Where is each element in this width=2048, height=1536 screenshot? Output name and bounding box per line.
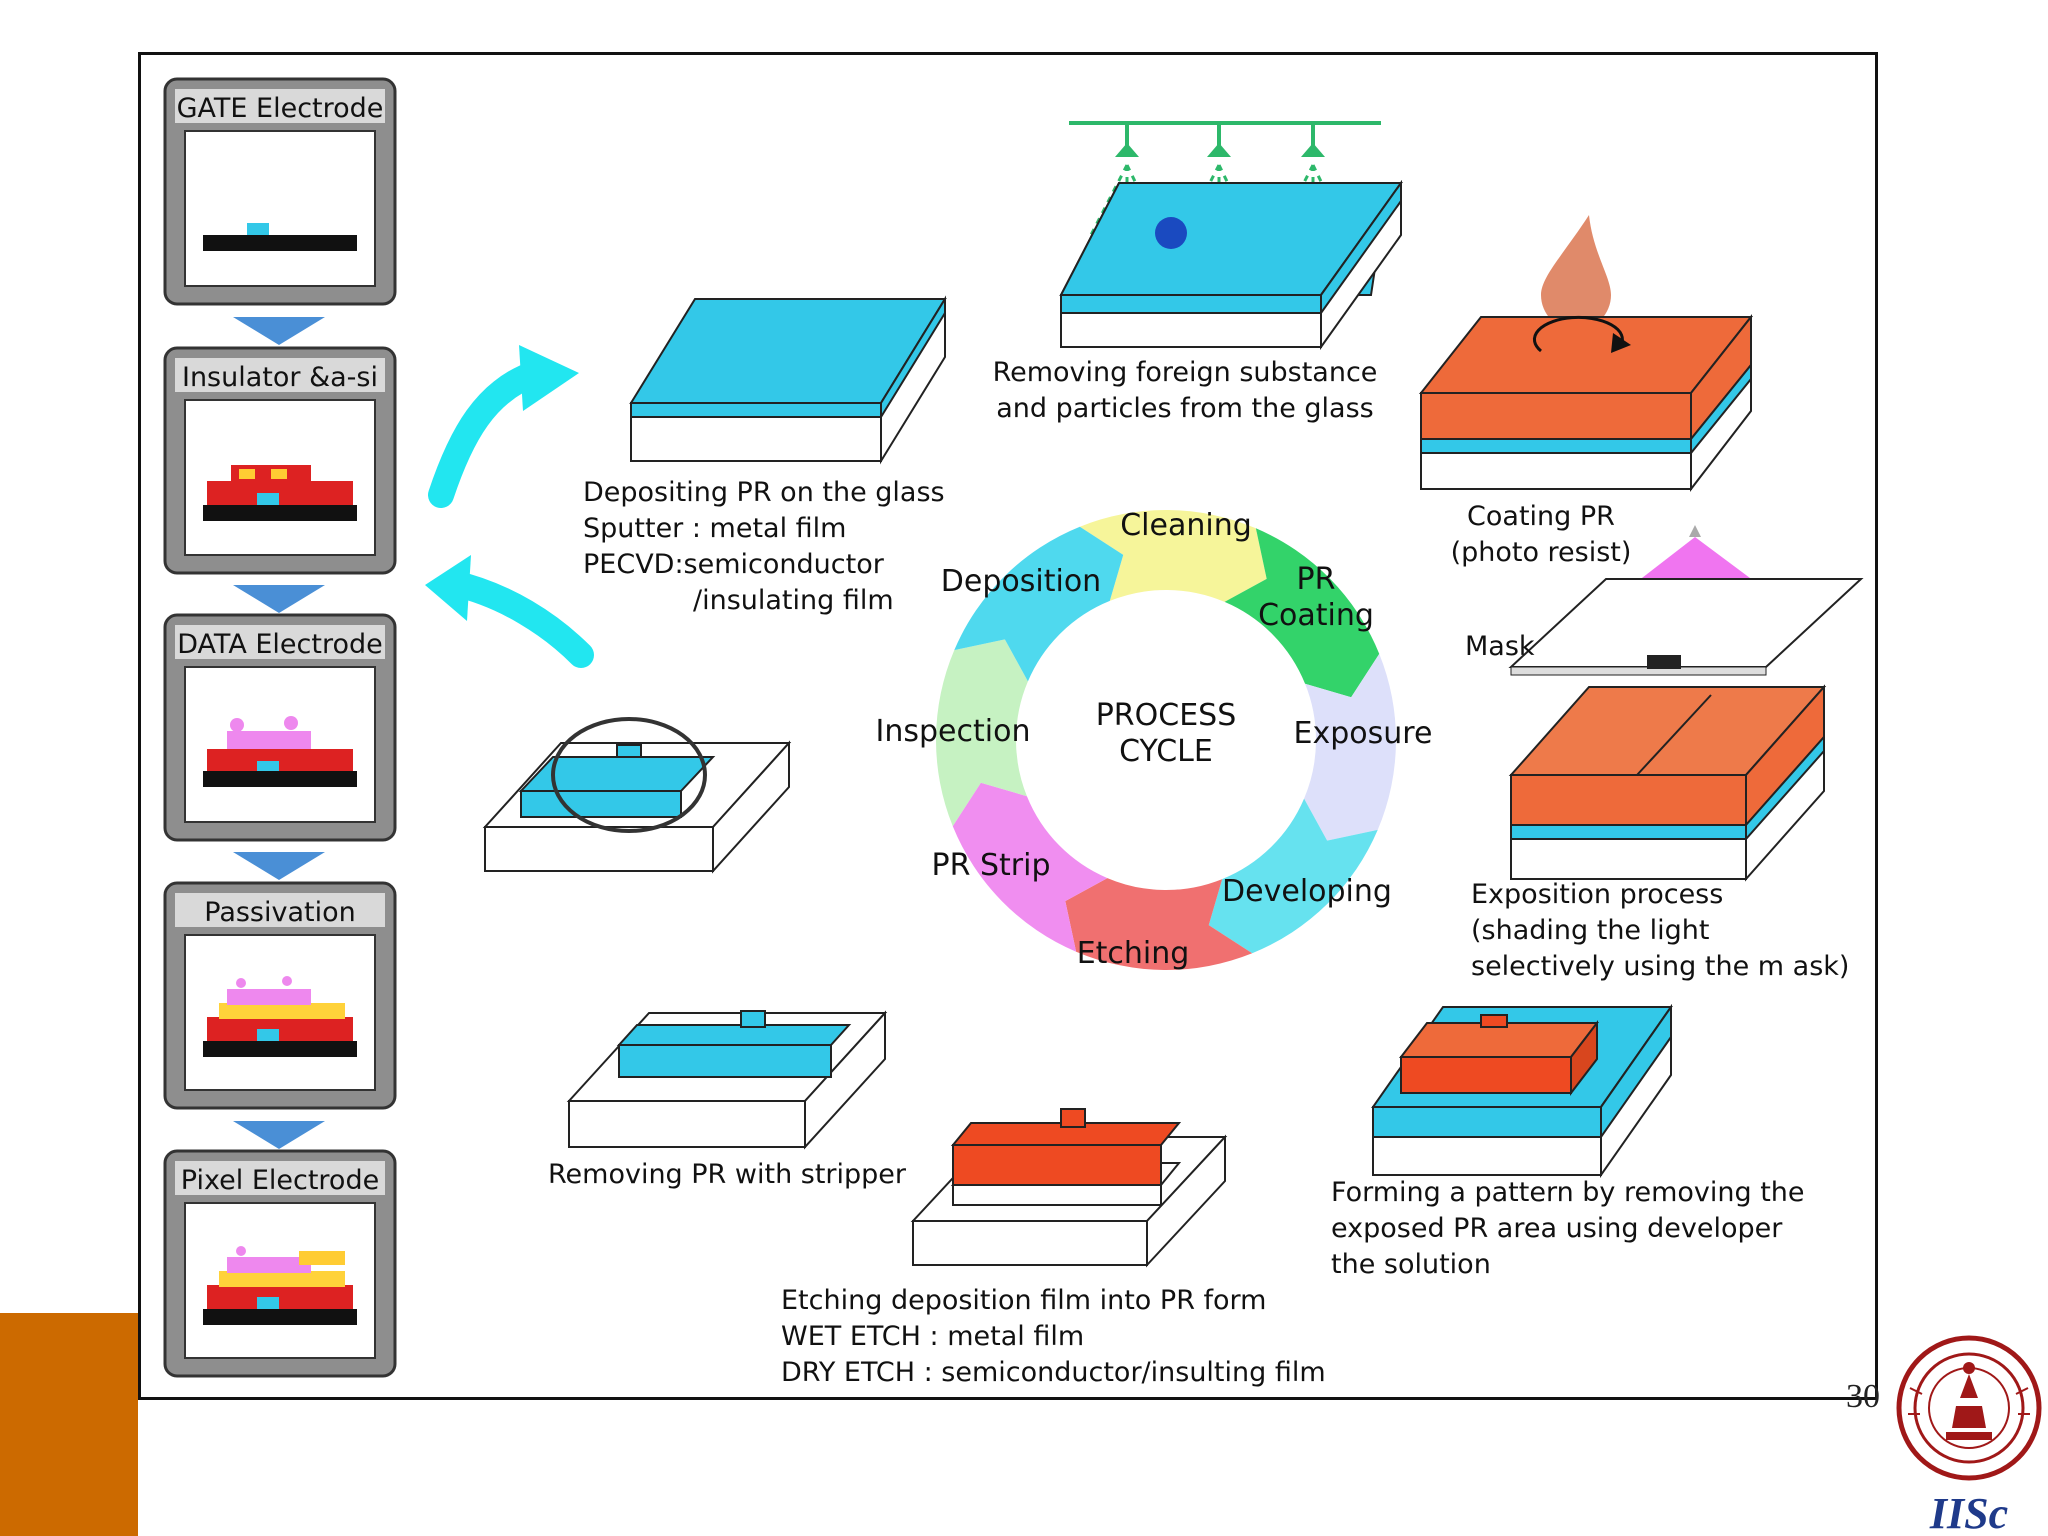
stage-label: Insulator &a-si [182, 362, 378, 393]
cycle-label: PR Strip [932, 848, 1051, 883]
deposition-caption-3: PECVD:semiconductor [583, 549, 885, 580]
cycle-label: Deposition [941, 564, 1101, 599]
cycle-center-line2: CYCLE [1119, 734, 1213, 769]
stage-panel-insulator: Insulator &a-si [163, 346, 397, 575]
cycle-segment-cleaning [1079, 509, 1267, 602]
cycle-label: Developing [1222, 874, 1392, 909]
coating-caption-1: Coating PR [1467, 501, 1615, 532]
cycle-segment-inspection [935, 639, 1028, 827]
logo-text: IISc [1929, 1489, 2008, 1536]
exposure-caption-1: Exposition process [1471, 879, 1723, 910]
stage-panel-data: DATA Electrode [163, 613, 397, 842]
deposition-caption-1: Depositing PR on the glass [583, 477, 945, 508]
cycle-segment-etching [1065, 878, 1253, 970]
cleaning-caption-2: and particles from the glass [996, 393, 1374, 424]
coating-caption-2: (photo resist) [1451, 537, 1632, 568]
tft-process-diagram: GATE Electrode Insulator &a-si [138, 52, 1878, 1400]
cycle-segment-deposition [954, 526, 1124, 682]
exposure-caption-2: (shading the light [1471, 915, 1709, 946]
cycle-segment-pr-strip [952, 782, 1108, 952]
stage-panel-gate: GATE Electrode [163, 77, 397, 306]
developing-caption-3: the solution [1331, 1249, 1491, 1280]
cycle-label: Inspection [876, 714, 1031, 749]
stage-label: Pixel Electrode [181, 1165, 379, 1196]
etching-caption-3: DRY ETCH : semiconductor/insulting film [781, 1357, 1326, 1388]
inspection-illustration [482, 717, 792, 874]
exposure-caption-3: selectively using the m ask) [1471, 951, 1849, 982]
deposition-illustration: Depositing PR on the glass Sputter : met… [583, 295, 947, 616]
cycle-center-line1: PROCESS [1096, 698, 1237, 733]
slide-accent-bar [0, 1313, 138, 1536]
cycle-label: Etching [1077, 936, 1190, 971]
cycle-label: Cleaning [1120, 508, 1252, 543]
slide-number: 30 [1846, 1378, 1880, 1415]
stage-label: DATA Electrode [177, 629, 383, 660]
stage-label: GATE Electrode [177, 93, 384, 124]
cycle-segment-exposure [1304, 653, 1396, 841]
etching-caption-1: Etching deposition film into PR form [781, 1285, 1267, 1316]
stage-arrow [233, 1121, 325, 1149]
mask-label: Mask [1465, 631, 1535, 662]
cleaning-caption-1: Removing foreign substance [993, 357, 1378, 388]
stage-panel-pixel: Pixel Electrode [163, 1149, 397, 1378]
coating-illustration: Coating PR (photo resist) [1418, 215, 1754, 568]
cycle-label: Coating [1258, 598, 1374, 633]
strip-caption: Removing PR with stripper [548, 1159, 907, 1190]
cycle-label: PR [1297, 562, 1336, 597]
process-cycle: CleaningPRCoatingExposureDevelopingEtchi… [876, 508, 1433, 971]
developing-caption-2: exposed PR area using developer [1331, 1213, 1783, 1244]
cleaning-illustration: Removing foreign substance and particles… [993, 121, 1403, 424]
stage-label: Passivation [204, 897, 356, 928]
deposition-caption-4: /insulating film [693, 585, 894, 616]
developing-caption-1: Forming a pattern by removing the [1331, 1177, 1805, 1208]
cycle-segment-developing [1208, 798, 1378, 954]
stage-arrow [233, 317, 325, 345]
return-arrows [425, 345, 594, 668]
stage-panel-passivation: Passivation [163, 881, 397, 1110]
cycle-label: Exposure [1294, 716, 1433, 751]
stage-column: GATE Electrode Insulator &a-si [163, 77, 397, 1378]
exposure-illustration: Mask Exposition process (shading the lig… [1465, 525, 1864, 982]
developing-illustration: Forming a pattern by removing the expose… [1331, 1003, 1805, 1280]
iisc-logo: IISc [1896, 1335, 2042, 1536]
deposition-caption-2: Sputter : metal film [583, 513, 846, 544]
diagram-canvas: GATE Electrode Insulator &a-si [163, 77, 1864, 1388]
stage-arrow [233, 585, 325, 613]
stage-arrow [233, 852, 325, 880]
etching-illustration: Etching deposition film into PR form WET… [781, 1108, 1326, 1388]
cycle-segment-pr [1224, 528, 1380, 698]
strip-illustration: Removing PR with stripper [548, 1010, 907, 1190]
etching-caption-2: WET ETCH : metal film [781, 1321, 1084, 1352]
